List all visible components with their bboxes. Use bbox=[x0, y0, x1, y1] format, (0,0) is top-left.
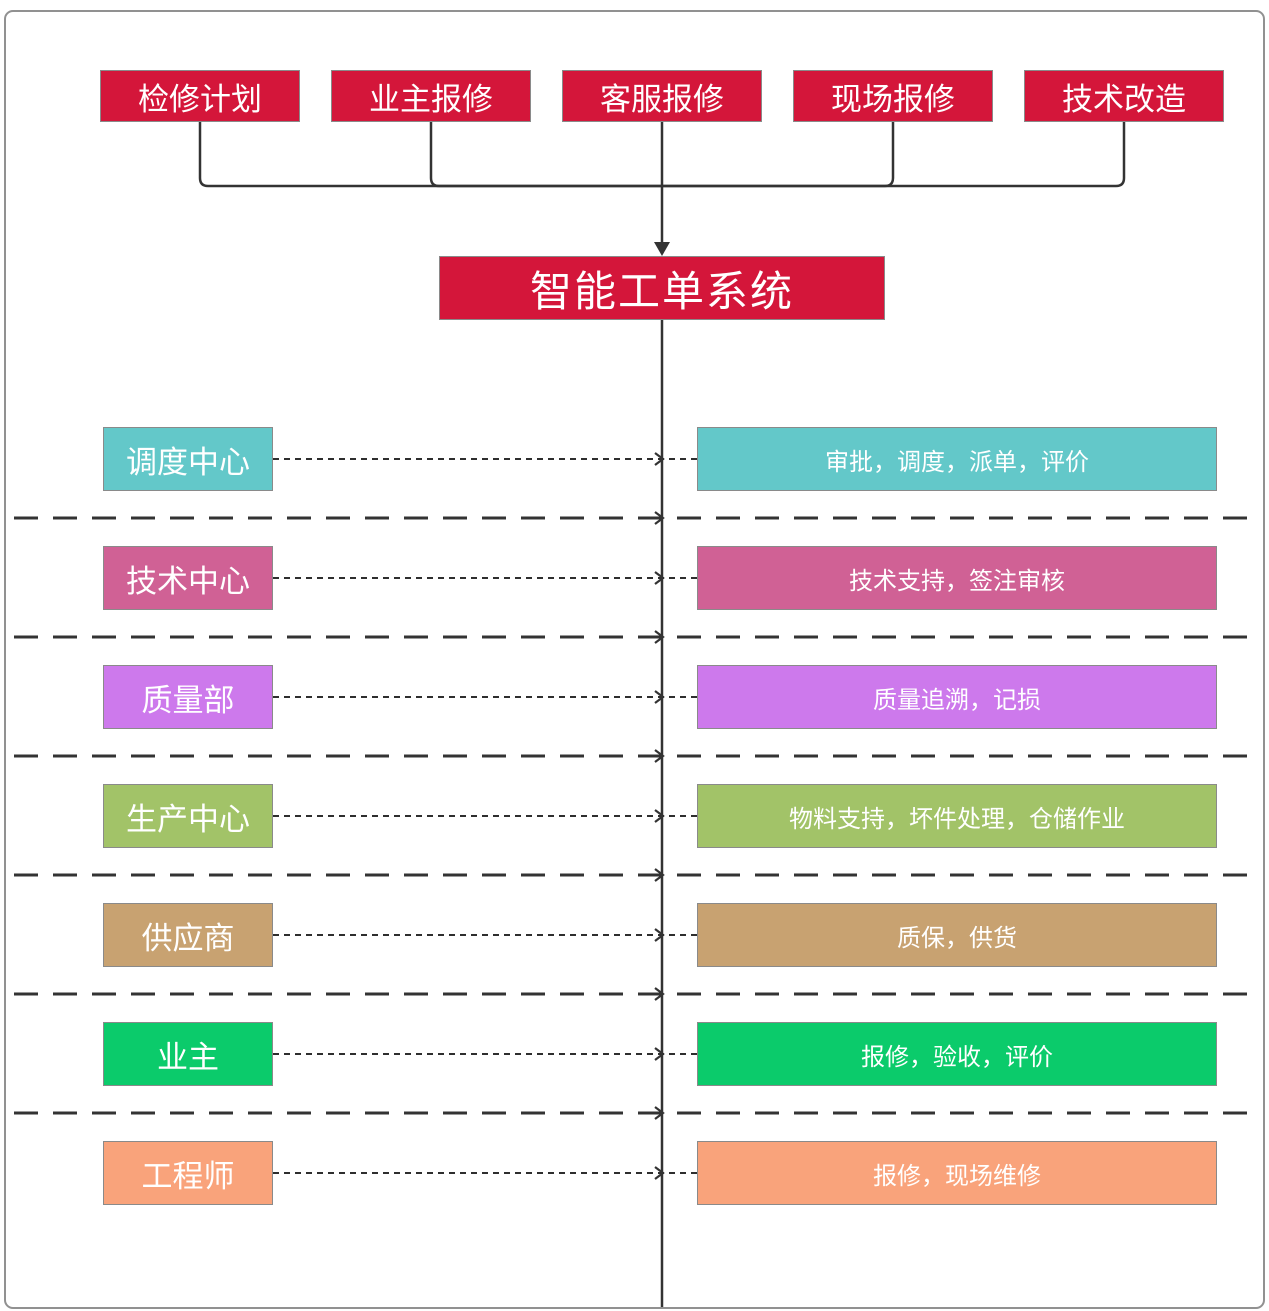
source-box-tech-upgrade: 技术改造 bbox=[1024, 70, 1224, 122]
role-function-connector-lines bbox=[273, 458, 697, 1174]
role-box-dispatch-center: 调度中心 bbox=[103, 427, 273, 491]
separator-arrow-icons bbox=[654, 511, 665, 1120]
function-box-owner: 报修，验收，评价 bbox=[697, 1022, 1217, 1086]
role-box-engineer: 工程师 bbox=[103, 1141, 273, 1205]
system-box-smart-workorder: 智能工单系统 bbox=[439, 256, 885, 320]
role-box-quality-dept: 质量部 bbox=[103, 665, 273, 729]
function-box-supplier: 质保，供货 bbox=[697, 903, 1217, 967]
function-box-engineer: 报修，现场维修 bbox=[697, 1141, 1217, 1205]
function-box-quality-dept: 质量追溯，记损 bbox=[697, 665, 1217, 729]
role-box-tech-center: 技术中心 bbox=[103, 546, 273, 610]
source-connector-lines bbox=[198, 122, 1126, 246]
function-box-dispatch-center: 审批，调度，派单，评价 bbox=[697, 427, 1217, 491]
lane-separator-lines bbox=[14, 516, 1256, 1115]
role-box-owner: 业主 bbox=[103, 1022, 273, 1086]
role-box-supplier: 供应商 bbox=[103, 903, 273, 967]
source-box-inspection-plan: 检修计划 bbox=[100, 70, 300, 122]
source-box-onsite-repair: 现场报修 bbox=[793, 70, 993, 122]
function-box-tech-center: 技术支持，签注审核 bbox=[697, 546, 1217, 610]
down-arrow-icon bbox=[654, 242, 670, 256]
role-box-production-center: 生产中心 bbox=[103, 784, 273, 848]
source-box-owner-repair: 业主报修 bbox=[331, 70, 531, 122]
source-box-service-repair: 客服报修 bbox=[562, 70, 762, 122]
connector-arrow-icons bbox=[654, 452, 665, 1180]
function-box-production-center: 物料支持，坏件处理，仓储作业 bbox=[697, 784, 1217, 848]
